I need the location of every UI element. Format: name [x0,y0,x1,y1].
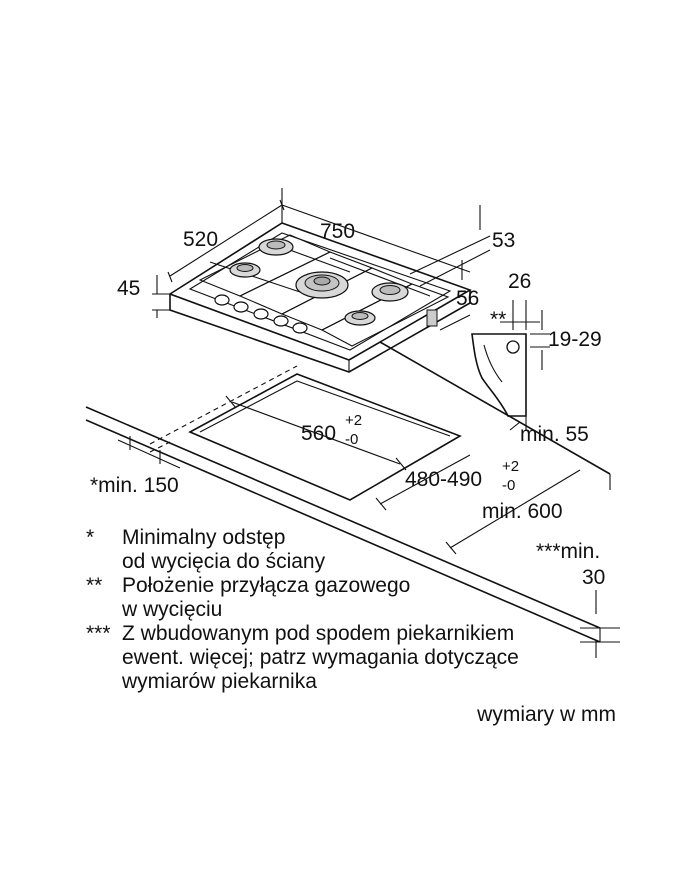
units-label: wymiary w mm [477,703,616,726]
dim-connector-offset: 26 [508,270,531,293]
dim-min-wall: *min. 150 [90,474,179,497]
dim-cutout-depth-tol-minus: -0 [502,477,515,494]
footnote: *** Z wbudowanym pod spodem piekarnikiem… [86,622,626,694]
hob-dimension-lines [152,188,491,331]
footnote-line: w wycięciu [122,598,223,621]
footnote-line: wymiarów piekarnika [122,670,317,693]
footnote: ** Położenie przyłącza gazowego w wycięc… [86,574,626,622]
dim-front-edge: 53 [492,229,515,252]
connector-profile [471,300,550,431]
footnote-line: ewent. więcej; patrz wymagania dotyczące [122,646,519,669]
footnote-line: Minimalny odstęp [122,526,286,549]
knob-icon [253,308,269,320]
knob-icon [273,315,289,327]
cooktop [168,222,472,373]
dim-height: 45 [117,277,140,300]
dim-oven-gap-value: 30 [582,566,605,589]
dim-cutout-length-tol-plus: +2 [345,412,362,429]
dim-depth: 750 [320,220,355,243]
dim-min-thickness: min. 55 [520,423,589,446]
dim-cutout-length: 560 [301,422,336,445]
dim-connector-height: 19-29 [548,328,602,351]
footnotes: * Minimalny odstęp od wycięcia do ściany… [86,526,626,694]
dim-connector-marker: ** [490,308,506,331]
knob-icon [214,294,230,306]
control-knobs [214,294,308,334]
worktop [85,341,620,658]
footnote-marker: * [86,526,95,549]
footnote-marker: ** [86,574,103,597]
dim-cutout-length-tol-minus: -0 [345,431,358,448]
knob-icon [292,322,308,334]
connector-point-icon [506,340,520,354]
knob-icon [233,301,249,313]
dim-width: 520 [183,228,218,251]
burners [229,238,409,326]
gas-connector-icon [426,309,438,327]
footnote: * Minimalny odstęp od wycięcia do ściany [86,526,626,574]
dim-side-edge: 56 [456,287,479,310]
dim-oven-gap-label: ***min. [536,540,600,563]
footnote-line: Położenie przyłącza gazowego [122,574,411,597]
dim-cutout-depth-tol-plus: +2 [502,458,519,475]
footnote-line: od wycięcia do ściany [122,550,326,573]
dim-min-depth: min. 600 [482,500,563,523]
dim-cutout-depth: 480-490 [405,468,482,491]
footnote-marker: *** [86,622,111,645]
footnote-line: Z wbudowanym pod spodem piekarnikiem [122,622,515,645]
